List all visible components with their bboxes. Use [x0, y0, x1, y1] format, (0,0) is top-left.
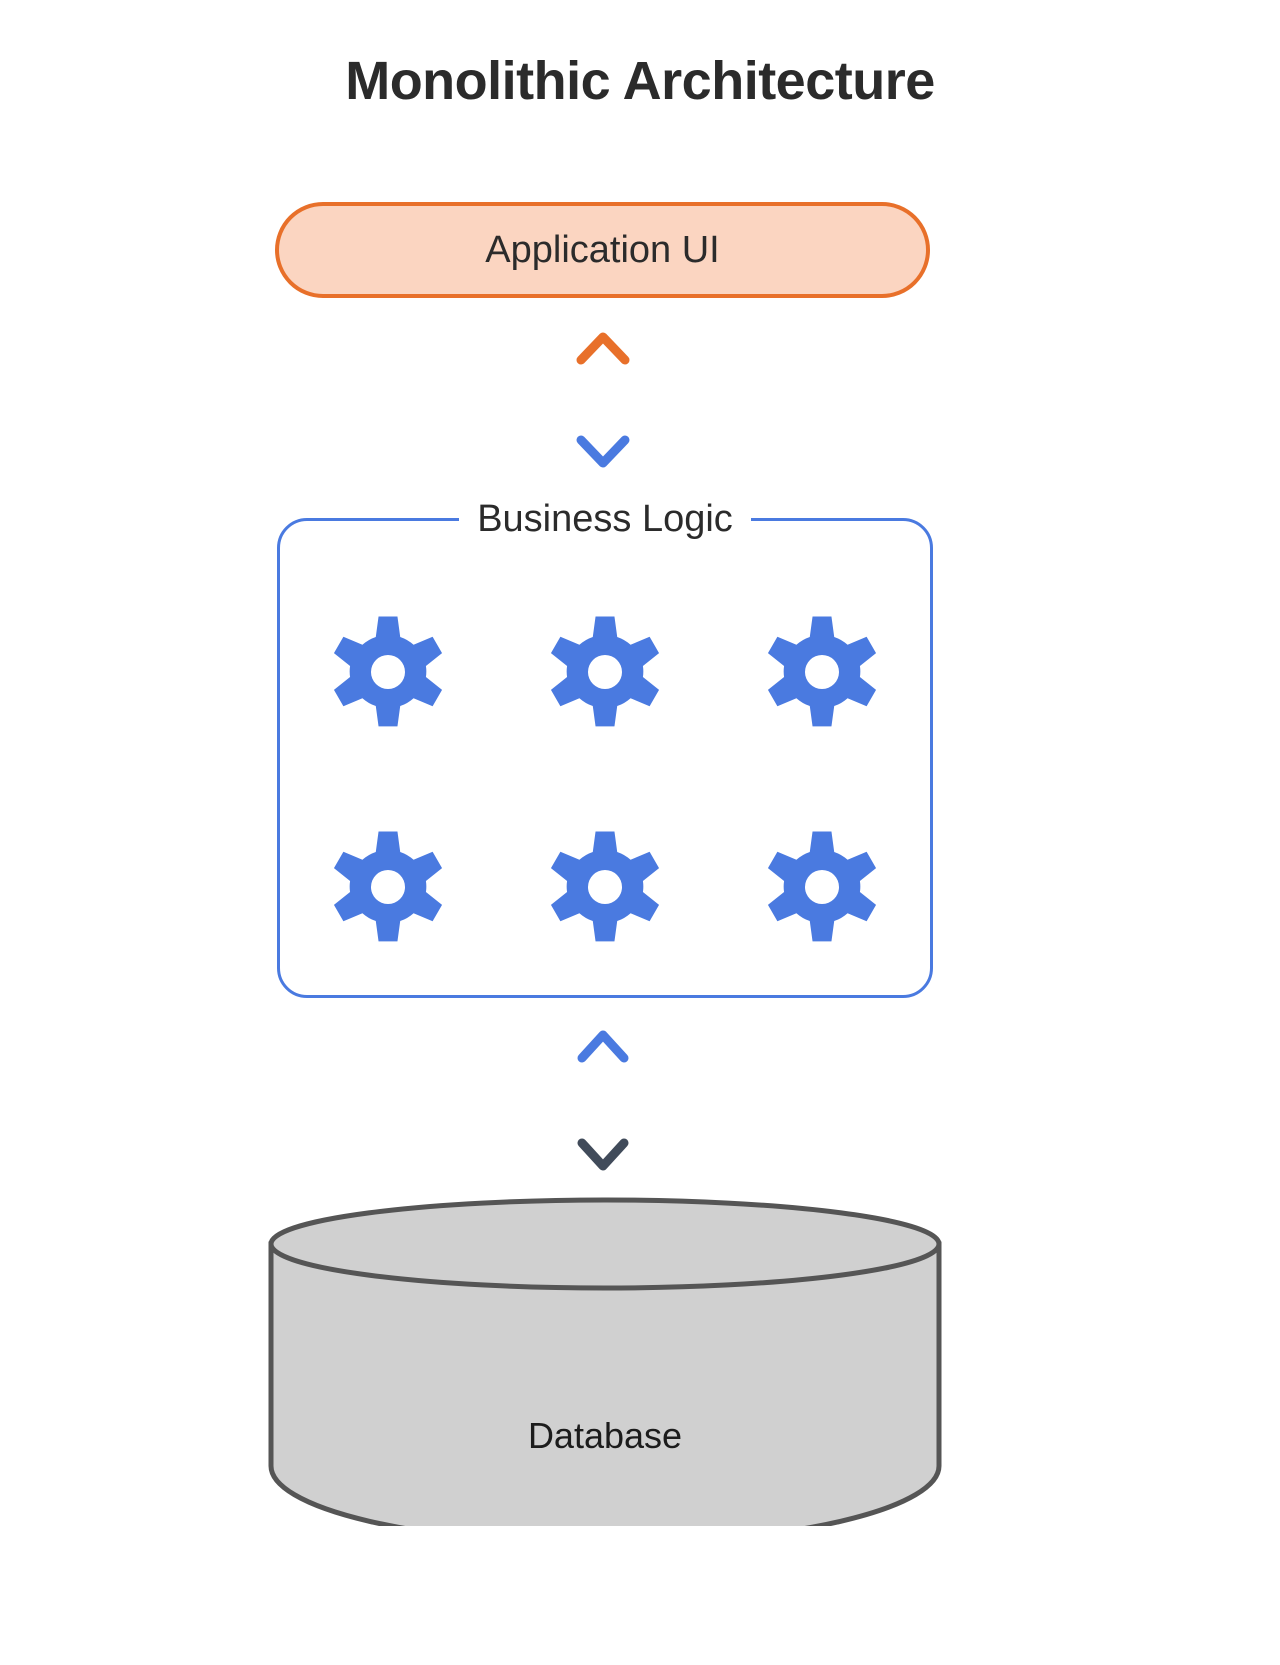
node-application-ui[interactable]: Application UI [275, 202, 930, 298]
gear-icon[interactable] [759, 824, 885, 950]
node-business-logic-label: Business Logic [477, 498, 733, 540]
node-business-logic[interactable]: Business Logic [277, 500, 933, 998]
connector-ui-to-logic [576, 332, 630, 468]
node-application-ui-label: Application UI [485, 229, 720, 271]
node-database-label: Database [527, 1415, 683, 1456]
gear-icon[interactable] [542, 824, 668, 950]
gear-grid [280, 538, 930, 995]
gear-icon[interactable] [325, 609, 451, 735]
gear-icon[interactable] [542, 609, 668, 735]
gear-icon[interactable] [759, 609, 885, 735]
page-title: Monolithic Architecture [345, 51, 935, 111]
gear-icon[interactable] [325, 824, 451, 950]
node-database[interactable]: Database [265, 1196, 945, 1526]
cylinder-shape [268, 1197, 942, 1526]
connector-logic-to-database [577, 1030, 629, 1171]
